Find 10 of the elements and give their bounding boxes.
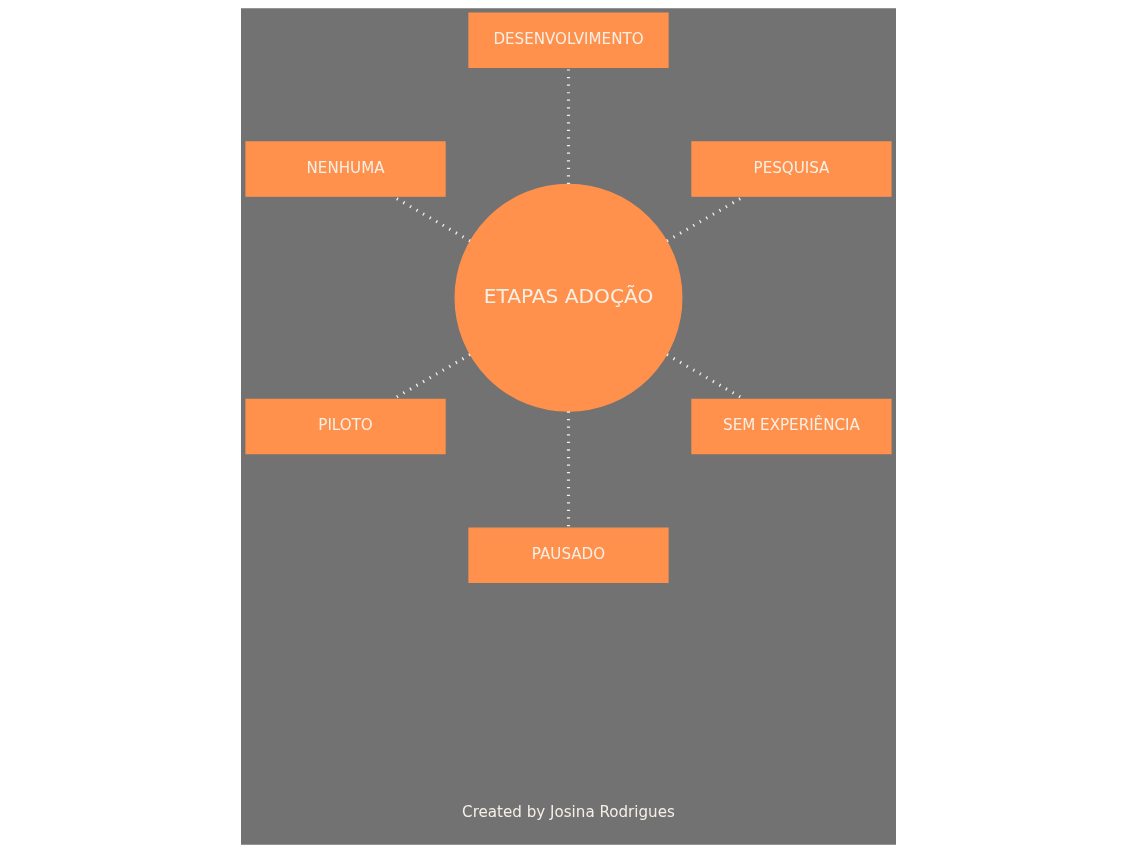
node-box: PAUSADO	[468, 527, 669, 583]
node-box: DESENVOLVIMENTO	[468, 12, 669, 69]
node-circle: ETAPAS ADOÇÃO	[454, 183, 683, 412]
connector	[566, 411, 571, 528]
node-box: SEM EXPERIÊNCIA	[691, 398, 892, 455]
connector	[566, 67, 571, 185]
node-box: NENHUMA	[245, 141, 446, 197]
node-box: PESQUISA	[691, 141, 892, 197]
label: Created by Josina Rodrigues	[462, 802, 675, 821]
node-box: PILOTO	[245, 398, 446, 455]
